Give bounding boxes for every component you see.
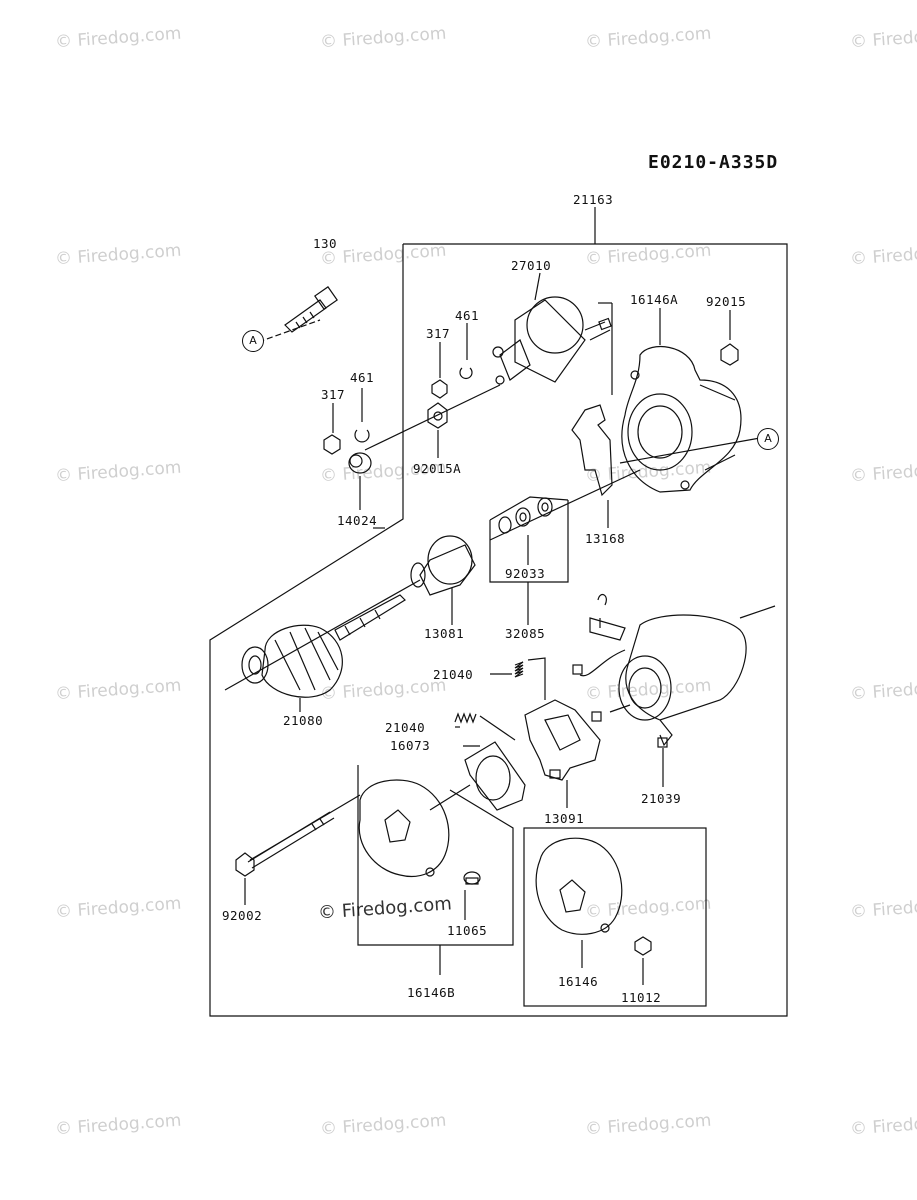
- axis-line: [739, 605, 776, 619]
- part-label-92033[interactable]: 92033: [505, 566, 546, 581]
- part-label-92015A[interactable]: 92015A: [413, 461, 462, 476]
- leader-line: [534, 272, 541, 301]
- part-label-21039[interactable]: 21039: [641, 791, 682, 806]
- housing-16146A: [621, 346, 742, 493]
- end-frame-16146B: [358, 779, 481, 885]
- armature-21080: [241, 594, 406, 698]
- part-label-32085[interactable]: 32085: [505, 626, 546, 641]
- brush-icon: [591, 711, 602, 722]
- lever-13168: [571, 404, 613, 497]
- part-label-27010[interactable]: 27010: [511, 258, 552, 273]
- axis-line: [619, 437, 761, 464]
- leader-line: [527, 657, 546, 700]
- part-label-461[interactable]: 461: [350, 370, 375, 385]
- axis-line: [429, 784, 471, 811]
- axis-line: [364, 384, 501, 451]
- ref-marker-a: A: [757, 428, 779, 450]
- bolt-130: [284, 286, 338, 333]
- axis-line: [489, 469, 641, 541]
- part-label-317[interactable]: 317: [321, 387, 346, 402]
- part-label-11012[interactable]: 11012: [621, 990, 662, 1005]
- part-label-14024[interactable]: 14024: [337, 513, 378, 528]
- plate-16073: [464, 741, 526, 811]
- part-label-13091[interactable]: 13091: [544, 811, 585, 826]
- yoke-21039: [572, 593, 747, 748]
- bushing-14024: [348, 452, 372, 474]
- diagram-code: E0210-A335D: [648, 152, 779, 173]
- part-label-317[interactable]: 317: [426, 326, 451, 341]
- part-label-16146A[interactable]: 16146A: [630, 292, 679, 307]
- brush-icon: [657, 737, 668, 748]
- end-frame-16146: [535, 837, 623, 935]
- part-label-21163[interactable]: 21163: [573, 192, 614, 207]
- part-label-21040[interactable]: 21040: [385, 720, 426, 735]
- nut-317a: [431, 379, 448, 399]
- part-label-16146B[interactable]: 16146B: [407, 985, 456, 1000]
- leader-line: [479, 715, 516, 741]
- bolt-92002: [235, 811, 335, 877]
- assembly-outline: [209, 243, 788, 1017]
- bracket-32085: [489, 496, 569, 521]
- bracket-16146B: [357, 765, 514, 946]
- brush-holder-13091: [524, 699, 601, 781]
- part-label-21040[interactable]: 21040: [433, 667, 474, 682]
- nut-461a: [459, 367, 473, 379]
- part-label-21080[interactable]: 21080: [283, 713, 324, 728]
- nut-11012: [634, 936, 652, 956]
- axis-line: [224, 579, 421, 691]
- solenoid-27010: [492, 296, 612, 385]
- rings-92033: [498, 497, 553, 534]
- spring-21040b: [454, 712, 477, 724]
- washer-461b: [354, 429, 370, 443]
- part-label-92002[interactable]: 92002: [222, 908, 263, 923]
- ref-marker-a: A: [242, 330, 264, 352]
- part-label-16073[interactable]: 16073: [390, 738, 431, 753]
- nut-92015A: [427, 402, 448, 429]
- part-label-16146[interactable]: 16146: [558, 974, 599, 989]
- bracket-32085: [489, 500, 569, 583]
- part-label-92015[interactable]: 92015: [706, 294, 747, 309]
- pinion-13081: [410, 535, 476, 596]
- brush-icon: [572, 664, 583, 675]
- part-label-11065[interactable]: 11065: [447, 923, 488, 938]
- spring-21040a: [514, 661, 524, 678]
- part-label-130[interactable]: 130: [313, 236, 338, 251]
- part-label-461[interactable]: 461: [455, 308, 480, 323]
- nut-317b: [323, 434, 341, 455]
- nut-92015: [720, 343, 739, 366]
- alt-kit-box: [523, 827, 707, 1007]
- part-label-13081[interactable]: 13081: [424, 626, 465, 641]
- part-label-13168[interactable]: 13168: [585, 531, 626, 546]
